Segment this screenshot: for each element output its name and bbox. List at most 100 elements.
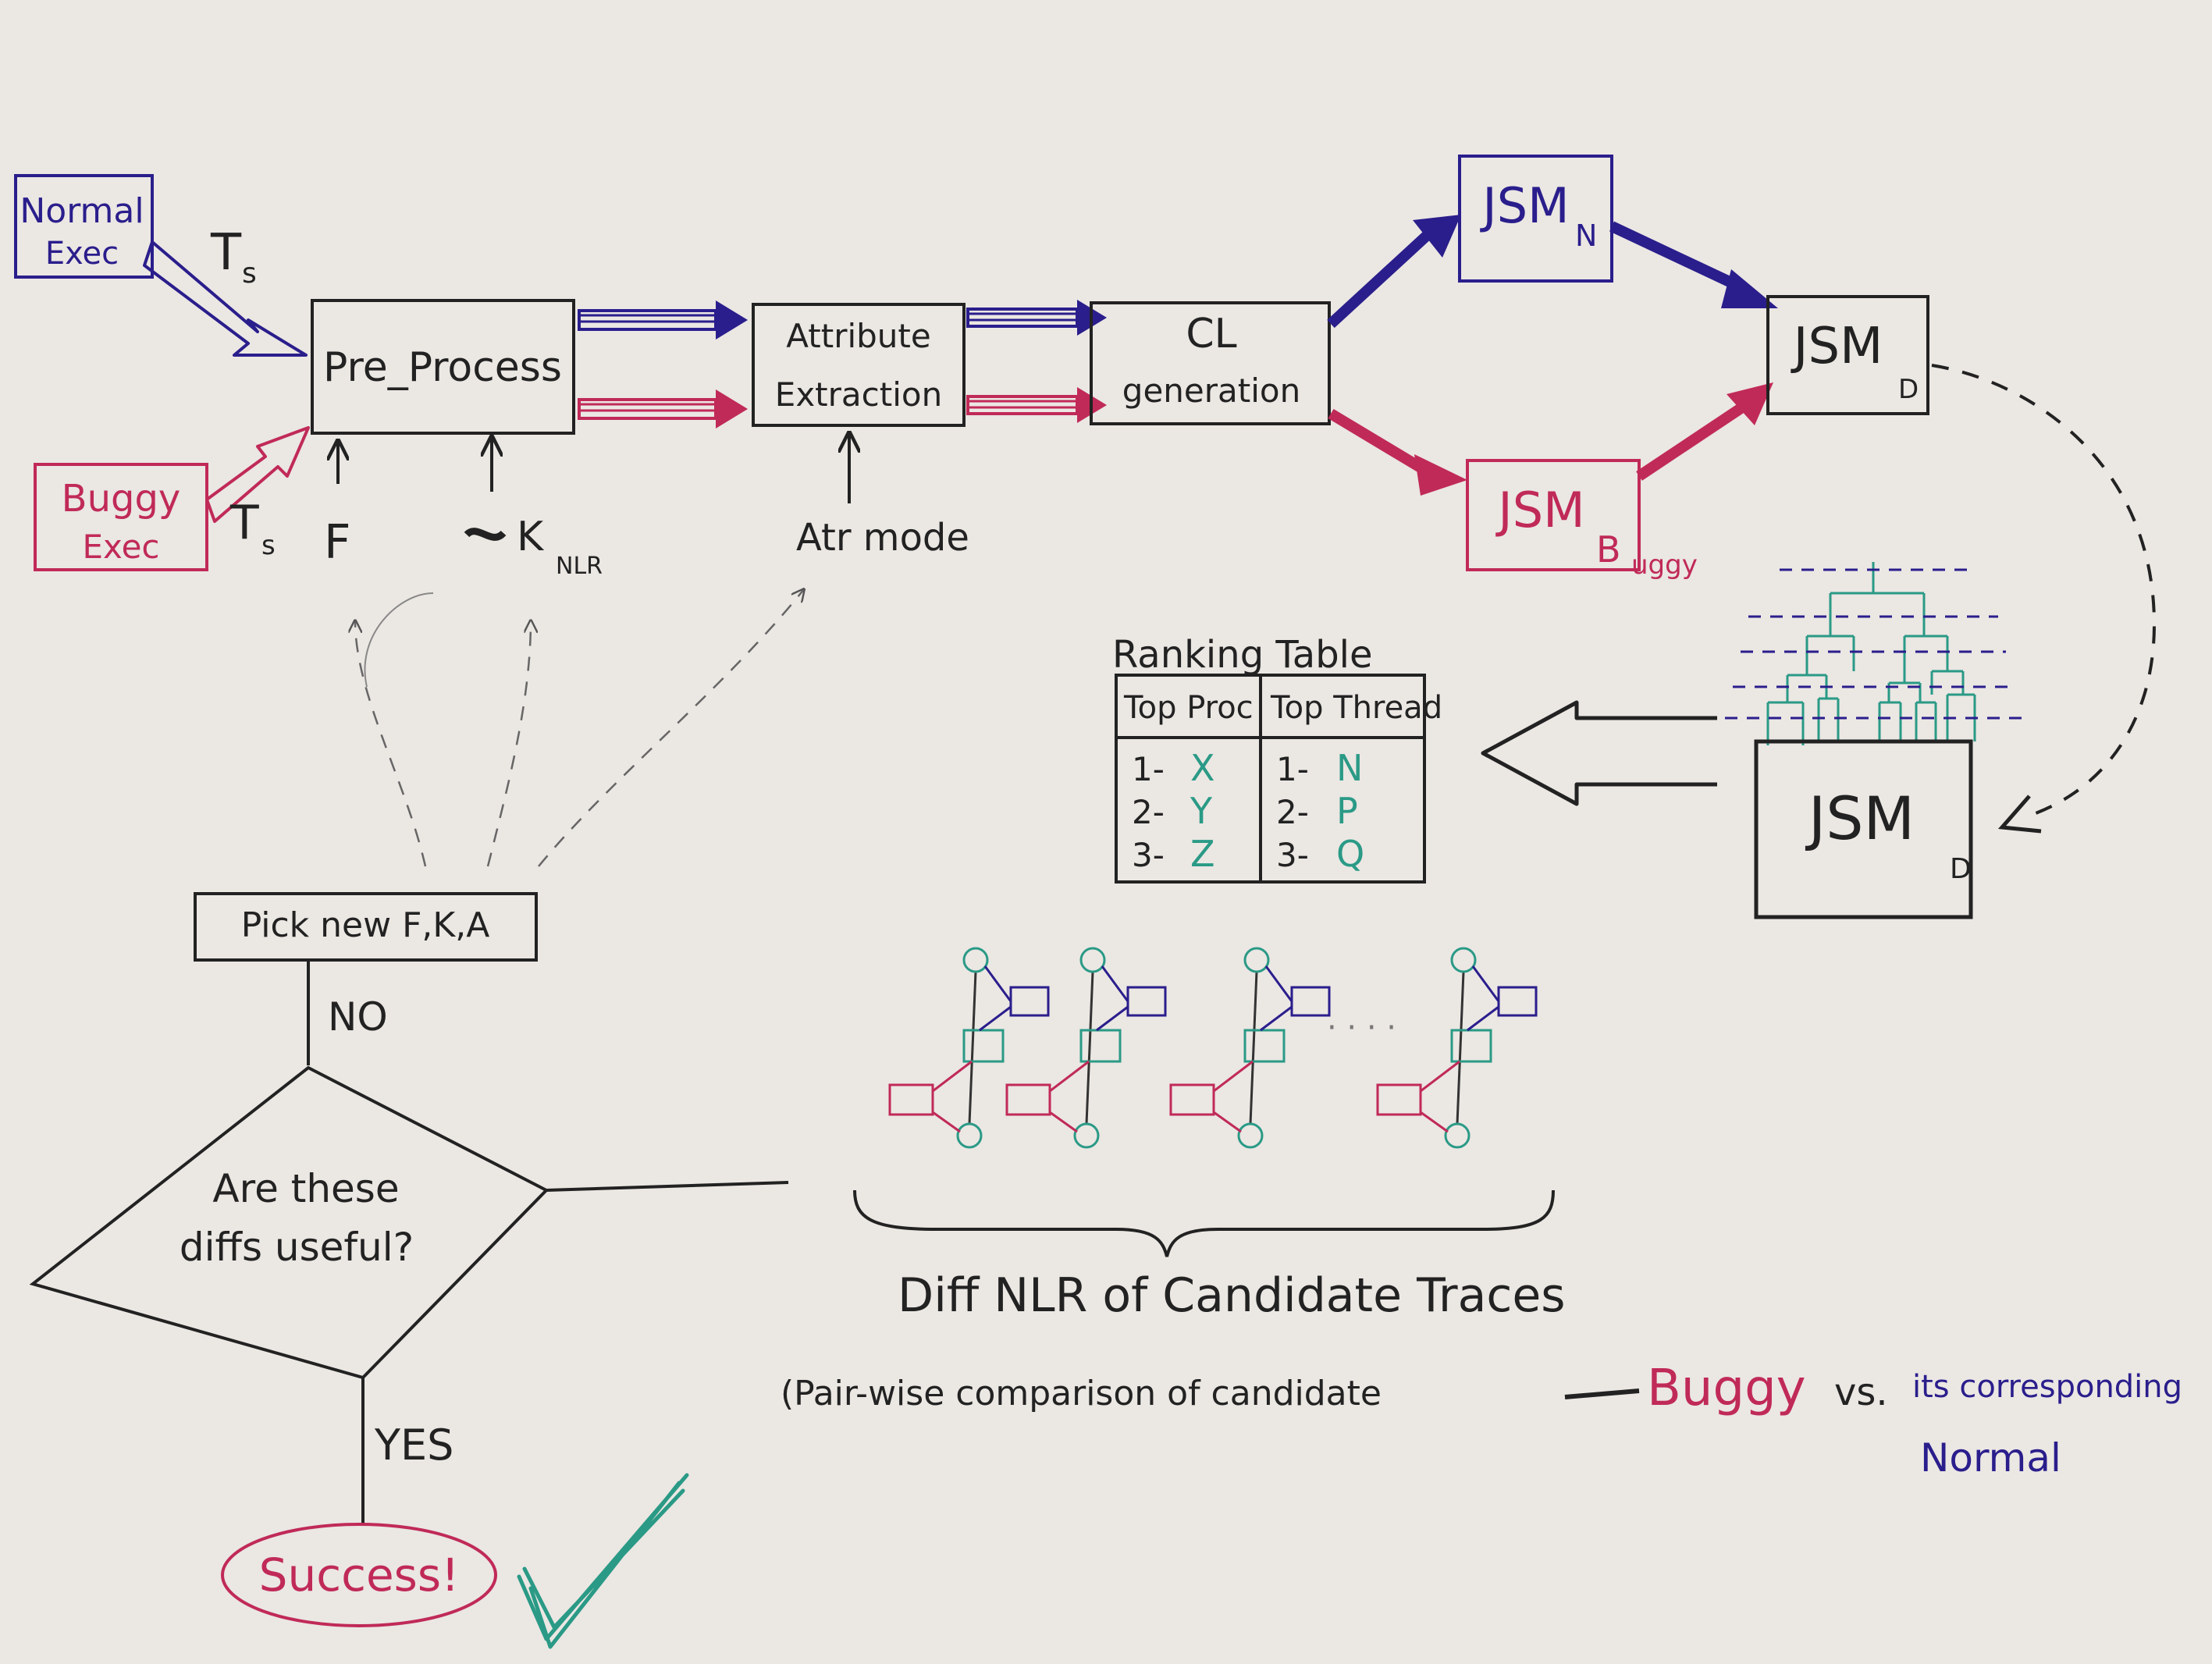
attribute-label-line2: Extraction [775, 375, 942, 414]
graph-normal-edge-in [983, 965, 1012, 1002]
svg-text:Y: Y [1190, 790, 1213, 832]
attribute-label-line1: Attribute [786, 317, 930, 355]
svg-text:1-: 1- [1132, 750, 1165, 788]
diff-graph [888, 947, 1050, 1149]
ranking-col2-row: 2- P [1276, 790, 1358, 832]
diff-brace [853, 1189, 1555, 1257]
buggy-exec-node: Buggy Exec [34, 463, 208, 571]
graph-normal-node [1290, 986, 1331, 1017]
param-arrows [338, 433, 849, 503]
graph-normal-edge-out [1467, 1005, 1499, 1032]
diff-title: Diff NLR of Candidate Traces [898, 1268, 1566, 1323]
graph-end-node [1073, 1122, 1100, 1149]
jsm-n-box [1458, 155, 1613, 283]
graph-shared-node [1079, 1029, 1122, 1063]
graph-buggy-node [1376, 1083, 1422, 1116]
graph-start-node [962, 947, 989, 973]
graph-end-node [956, 1122, 983, 1149]
svg-text:3-: 3- [1276, 836, 1309, 874]
normal-exec-box [14, 174, 154, 279]
ranking-col1-row: 3- Z [1132, 833, 1215, 875]
jsmd-to-ranking-arrow [1481, 700, 1717, 806]
checkmark-icon [517, 1473, 689, 1649]
svg-text:s: s [242, 258, 257, 290]
attribute-extraction-box [752, 303, 966, 427]
decision-diamond-shape [29, 1065, 549, 1380]
decision-diamond: Are these diffs useful? [29, 1065, 549, 1380]
graph-start-node [1450, 947, 1477, 973]
graph-buggy-edge-in [1213, 1060, 1254, 1093]
svg-text:K: K [517, 514, 545, 560]
diff-note-buggy: Buggy [1647, 1360, 1806, 1417]
ranking-col1-row: 1- X [1132, 747, 1215, 789]
jsm-d-label: JSM [1791, 318, 1883, 375]
jsm-b-to-jsm-d-arrow [1636, 382, 1773, 481]
decision-question-line2: diffs useful? [180, 1225, 414, 1270]
graph-normal-edge-in [1471, 965, 1500, 1002]
diff-graph [1169, 947, 1331, 1149]
graph-spine [1085, 971, 1094, 1125]
jsm-d-bottom-subscript: D [1950, 853, 1972, 885]
no-branch-label: NO [328, 994, 388, 1040]
svg-text:Q: Q [1336, 833, 1364, 875]
diff-graph [1005, 947, 1167, 1149]
normal-exec-node: Normal Exec [14, 174, 154, 279]
jsm-d-bottom-box [1754, 739, 1973, 919]
jsm-b-label: JSM [1495, 482, 1584, 539]
ranking-col1-header: Top Proc [1123, 690, 1254, 726]
success-label: Success! [259, 1548, 460, 1602]
diff-note-normal: Normal [1920, 1435, 2061, 1481]
svg-text:P: P [1336, 790, 1358, 832]
graph-buggy-edge-out [1049, 1111, 1078, 1133]
svg-text:X: X [1190, 747, 1215, 789]
svg-text:N: N [1336, 747, 1363, 789]
graph-buggy-edge-in [932, 1060, 973, 1093]
jsm-d-dashed-connector [1931, 364, 2157, 817]
svg-text:T: T [229, 496, 259, 550]
normal-exec-label-line2: Exec [45, 236, 119, 272]
svg-text:2-: 2- [1276, 793, 1309, 831]
jsm-n-label: JSM [1479, 177, 1569, 234]
feedback-dashed-arrows [355, 589, 804, 867]
diff-note: (Pair-wise comparison of candidate Buggy… [781, 1360, 2182, 1481]
dendrogram [1766, 562, 1976, 745]
ranking-table-title: Ranking Table [1112, 633, 1373, 677]
graph-normal-edge-out [1096, 1005, 1129, 1032]
jsm-d-box [1766, 295, 1929, 415]
svg-text:NLR: NLR [556, 553, 603, 580]
graph-ellipsis: · · · · [1327, 1010, 1396, 1046]
dendrogram-dashes [1725, 568, 2029, 720]
graph-buggy-edge-out [1213, 1111, 1242, 1133]
k-param-label: K NLR [464, 514, 603, 580]
k-scribble [464, 528, 507, 541]
cl-label-line2: generation [1122, 372, 1300, 410]
graph-buggy-edge-in [1049, 1060, 1090, 1093]
ranking-col2-row: 3- Q [1276, 833, 1364, 875]
graph-normal-edge-out [1260, 1005, 1293, 1032]
jsm-d-node: JSM D [1766, 295, 1929, 415]
graph-normal-edge-in [1101, 965, 1129, 1002]
strikethrough-scribble [1564, 1388, 1640, 1399]
jsm-b-tail: uggy [1631, 549, 1698, 581]
attribute-extraction-node: Attribute Extraction [752, 303, 966, 427]
buggy-exec-label-line2: Exec [82, 528, 159, 566]
decision-to-diff-line [546, 1181, 789, 1192]
diff-nlr-graphs [888, 947, 1538, 1149]
graph-buggy-node [888, 1083, 934, 1116]
success-node: Success! [221, 1523, 497, 1627]
decision-question-line1: Are these [212, 1166, 399, 1211]
graph-spine [1249, 971, 1258, 1125]
graph-shared-node [1450, 1029, 1492, 1063]
graph-buggy-node [1169, 1083, 1215, 1116]
buggy-to-preprocess-arrow [205, 426, 310, 523]
diff-note-its: its corresponding [1912, 1369, 2182, 1405]
preprocess-node: Pre_Process [311, 299, 575, 435]
jsm-d-bottom-label: JSM [1805, 784, 1915, 853]
graph-start-node [1079, 947, 1106, 973]
graph-buggy-node [1005, 1083, 1051, 1116]
svg-text:Z: Z [1190, 833, 1215, 875]
graph-shared-node [962, 1029, 1005, 1063]
jsm-b-node: JSM B uggy [1466, 459, 1698, 581]
ranking-col2-row: 1- N [1276, 747, 1363, 789]
